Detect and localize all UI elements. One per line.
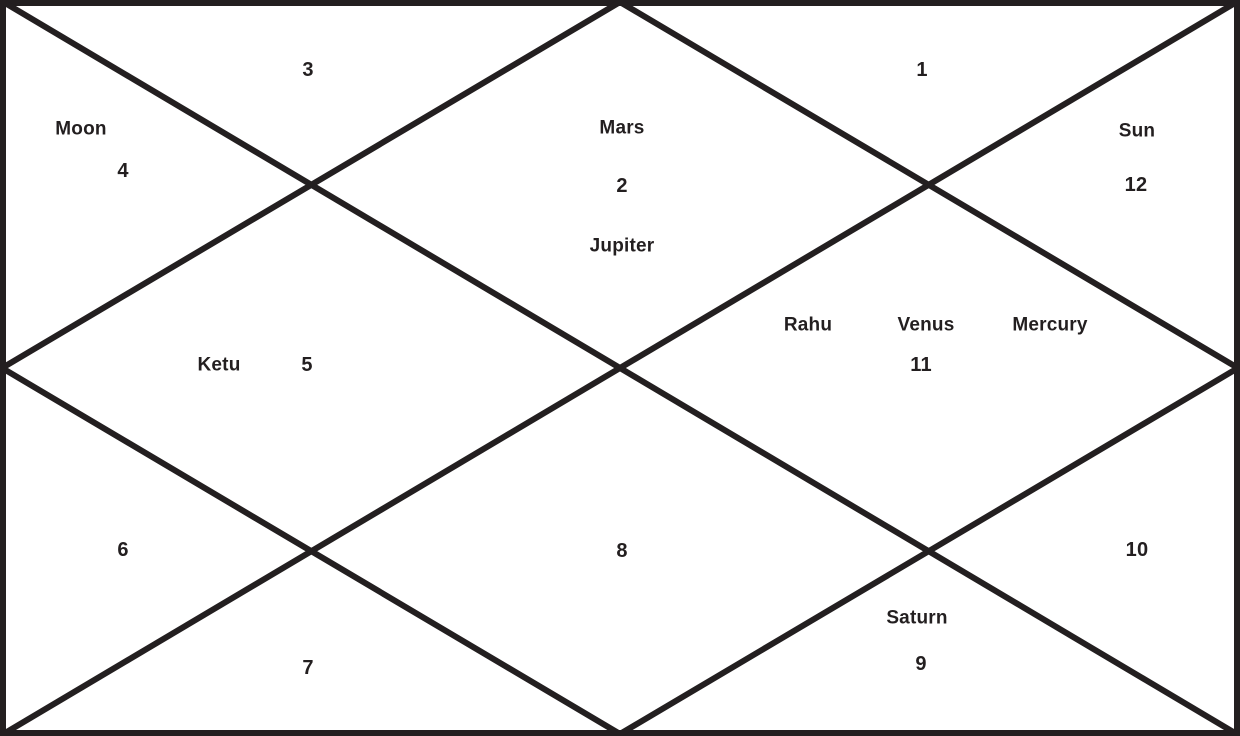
house-6-number: 6 (117, 539, 129, 561)
house-10-number: 10 (1125, 539, 1149, 561)
house-7-number: 7 (302, 657, 314, 679)
house-2-planet-mars: Mars (599, 117, 645, 139)
house-12-number: 12 (1124, 174, 1148, 196)
house-11-planet-venus: Venus (897, 314, 955, 336)
house-4-number: 4 (117, 160, 129, 182)
house-8-number: 8 (616, 540, 628, 562)
house-1-number: 1 (916, 59, 928, 81)
house-2-number: 2 (616, 175, 628, 197)
house-3-number: 3 (302, 59, 314, 81)
house-2-planet-jupiter: Jupiter (589, 235, 655, 257)
house-4-planet-moon: Moon (55, 118, 107, 140)
house-12-planet-sun: Sun (1118, 120, 1156, 142)
house-5-planet-ketu: Ketu (197, 354, 241, 376)
house-11-planet-rahu: Rahu (783, 314, 833, 336)
house-11-number: 11 (910, 354, 932, 376)
house-9-planet-saturn: Saturn (886, 607, 948, 629)
house-11-planet-mercury: Mercury (1012, 314, 1088, 336)
house-9-number: 9 (915, 653, 927, 675)
house-5-number: 5 (301, 354, 313, 376)
